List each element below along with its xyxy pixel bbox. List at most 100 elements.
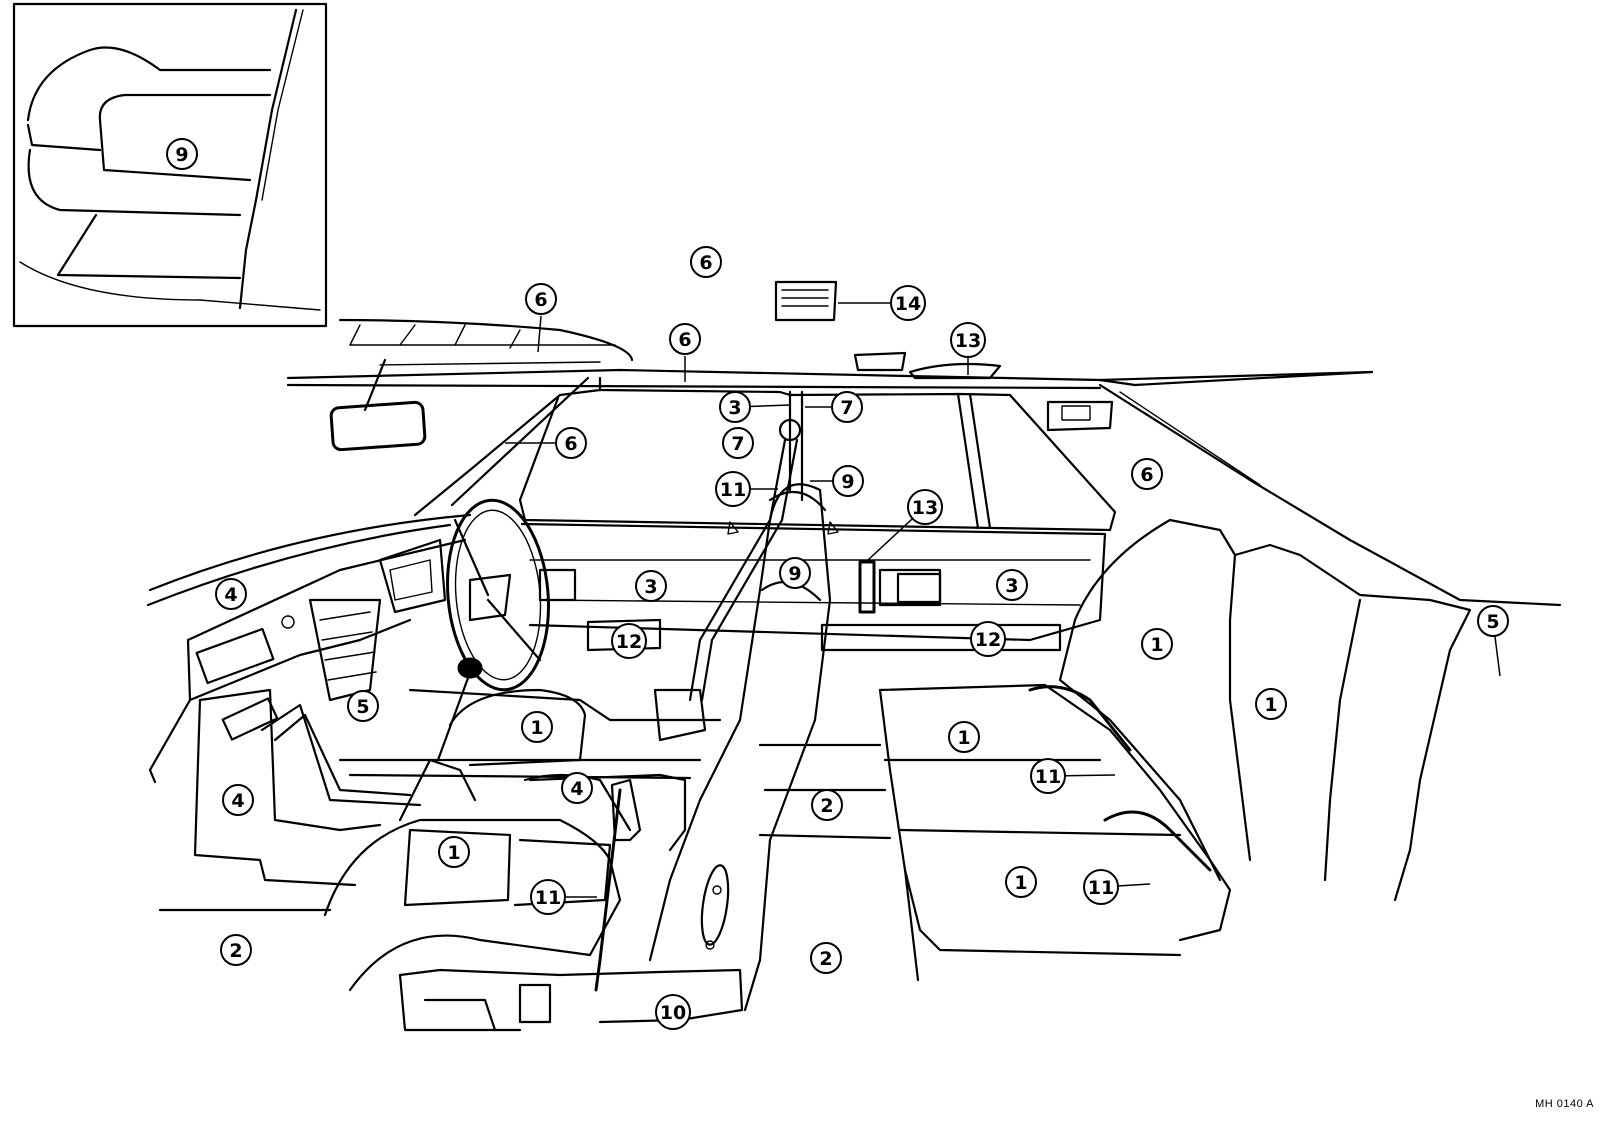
- callout-circle: [1005, 866, 1037, 898]
- headliner: [286, 280, 1562, 607]
- callout-label: 4: [570, 778, 583, 800]
- callout-circle: [347, 690, 379, 722]
- callout-12: 12: [970, 621, 1006, 657]
- callout-circle: [1477, 605, 1509, 637]
- callout-circle: [222, 784, 254, 816]
- callout-label: 7: [731, 433, 744, 455]
- inset-detail-armrest: [12, 2, 328, 328]
- callout-2: 2: [810, 942, 842, 974]
- callout-circle: [635, 570, 667, 602]
- callout-label: 5: [1486, 611, 1499, 633]
- callout-circle: [779, 557, 811, 589]
- rear-seat: [878, 518, 1472, 982]
- callout-circle: [890, 285, 926, 321]
- callout-4: 4: [561, 772, 593, 804]
- callout-label: 2: [820, 795, 833, 817]
- callout-label: 5: [356, 696, 369, 718]
- callout-circle: [1131, 458, 1163, 490]
- callout-circle: [1083, 869, 1119, 905]
- callout-circle: [907, 489, 943, 525]
- callout-circle: [970, 621, 1006, 657]
- floor-console: [158, 688, 892, 1032]
- callout-11: 11: [530, 879, 566, 915]
- callout-3: 3: [996, 569, 1028, 601]
- callout-label: 6: [534, 289, 547, 311]
- callout-13: 13: [950, 322, 986, 358]
- callout-2: 2: [811, 789, 843, 821]
- callout-circle: [1141, 628, 1173, 660]
- callout-11: 11: [1030, 758, 1066, 794]
- callout-1: 1: [1141, 628, 1173, 660]
- callout-circle: [719, 391, 751, 423]
- callout-label: 1: [957, 727, 970, 749]
- callout-label: 11: [1035, 766, 1061, 788]
- callout-6: 6: [669, 323, 701, 355]
- callout-label: 9: [788, 563, 801, 585]
- dashboard: [146, 513, 472, 887]
- callout-14: 14: [890, 285, 926, 321]
- callout-circle: [948, 721, 980, 753]
- callout-label: 7: [840, 397, 853, 419]
- callout-circle: [215, 578, 247, 610]
- callout-3: 3: [719, 391, 751, 423]
- callout-circle: [996, 569, 1028, 601]
- callout-7: 7: [722, 427, 754, 459]
- leader-line: [537, 315, 542, 353]
- callout-4: 4: [215, 578, 247, 610]
- callout-2: 2: [220, 934, 252, 966]
- callout-circle: [525, 283, 557, 315]
- callout-11: 11: [1083, 869, 1119, 905]
- callout-label: 13: [912, 497, 938, 519]
- callout-circle: [690, 246, 722, 278]
- callout-label: 6: [678, 329, 691, 351]
- callout-label: 1: [530, 717, 543, 739]
- callout-6: 6: [525, 283, 557, 315]
- callout-label: 10: [660, 1002, 686, 1024]
- callout-3: 3: [635, 570, 667, 602]
- callout-circle: [555, 427, 587, 459]
- callout-label: 6: [564, 433, 577, 455]
- callout-circle: [810, 942, 842, 974]
- callout-label: 14: [895, 293, 921, 315]
- callout-circle: [715, 471, 751, 507]
- callout-circle: [655, 994, 691, 1030]
- callout-label: 2: [819, 948, 832, 970]
- callout-circle: [1255, 688, 1287, 720]
- callout-13: 13: [907, 489, 943, 525]
- callout-label: 1: [447, 842, 460, 864]
- callout-label: 3: [728, 397, 741, 419]
- callout-circle: [831, 391, 863, 423]
- callout-11: 11: [715, 471, 751, 507]
- callout-circle: [722, 427, 754, 459]
- front-seat-left: [323, 688, 632, 992]
- callout-10: 10: [655, 994, 691, 1030]
- callout-circle: [220, 934, 252, 966]
- callout-6: 6: [1131, 458, 1163, 490]
- callout-label: 9: [841, 471, 854, 493]
- callout-label: 1: [1264, 694, 1277, 716]
- front-seat-center: [648, 483, 832, 1012]
- callout-label: 2: [229, 940, 242, 962]
- callout-label: 11: [1088, 877, 1114, 899]
- callout-circle: [561, 772, 593, 804]
- callout-12: 12: [611, 623, 647, 659]
- figure-code: MH 0140 A: [1535, 1098, 1594, 1110]
- callout-9: 9: [166, 138, 198, 170]
- callout-label: 4: [231, 790, 244, 812]
- callout-1: 1: [948, 721, 980, 753]
- callout-4: 4: [222, 784, 254, 816]
- inset-frame: [12, 2, 328, 328]
- callout-circle: [950, 322, 986, 358]
- callout-circle: [438, 836, 470, 868]
- callout-6: 6: [555, 427, 587, 459]
- callout-9: 9: [832, 465, 864, 497]
- callout-label: 1: [1014, 872, 1027, 894]
- callout-circle: [811, 789, 843, 821]
- callout-label: 4: [224, 584, 237, 606]
- callout-1: 1: [521, 711, 553, 743]
- callout-circle: [1030, 758, 1066, 794]
- callout-1: 1: [1005, 866, 1037, 898]
- callout-circle: [669, 323, 701, 355]
- callout-label: 9: [175, 144, 188, 166]
